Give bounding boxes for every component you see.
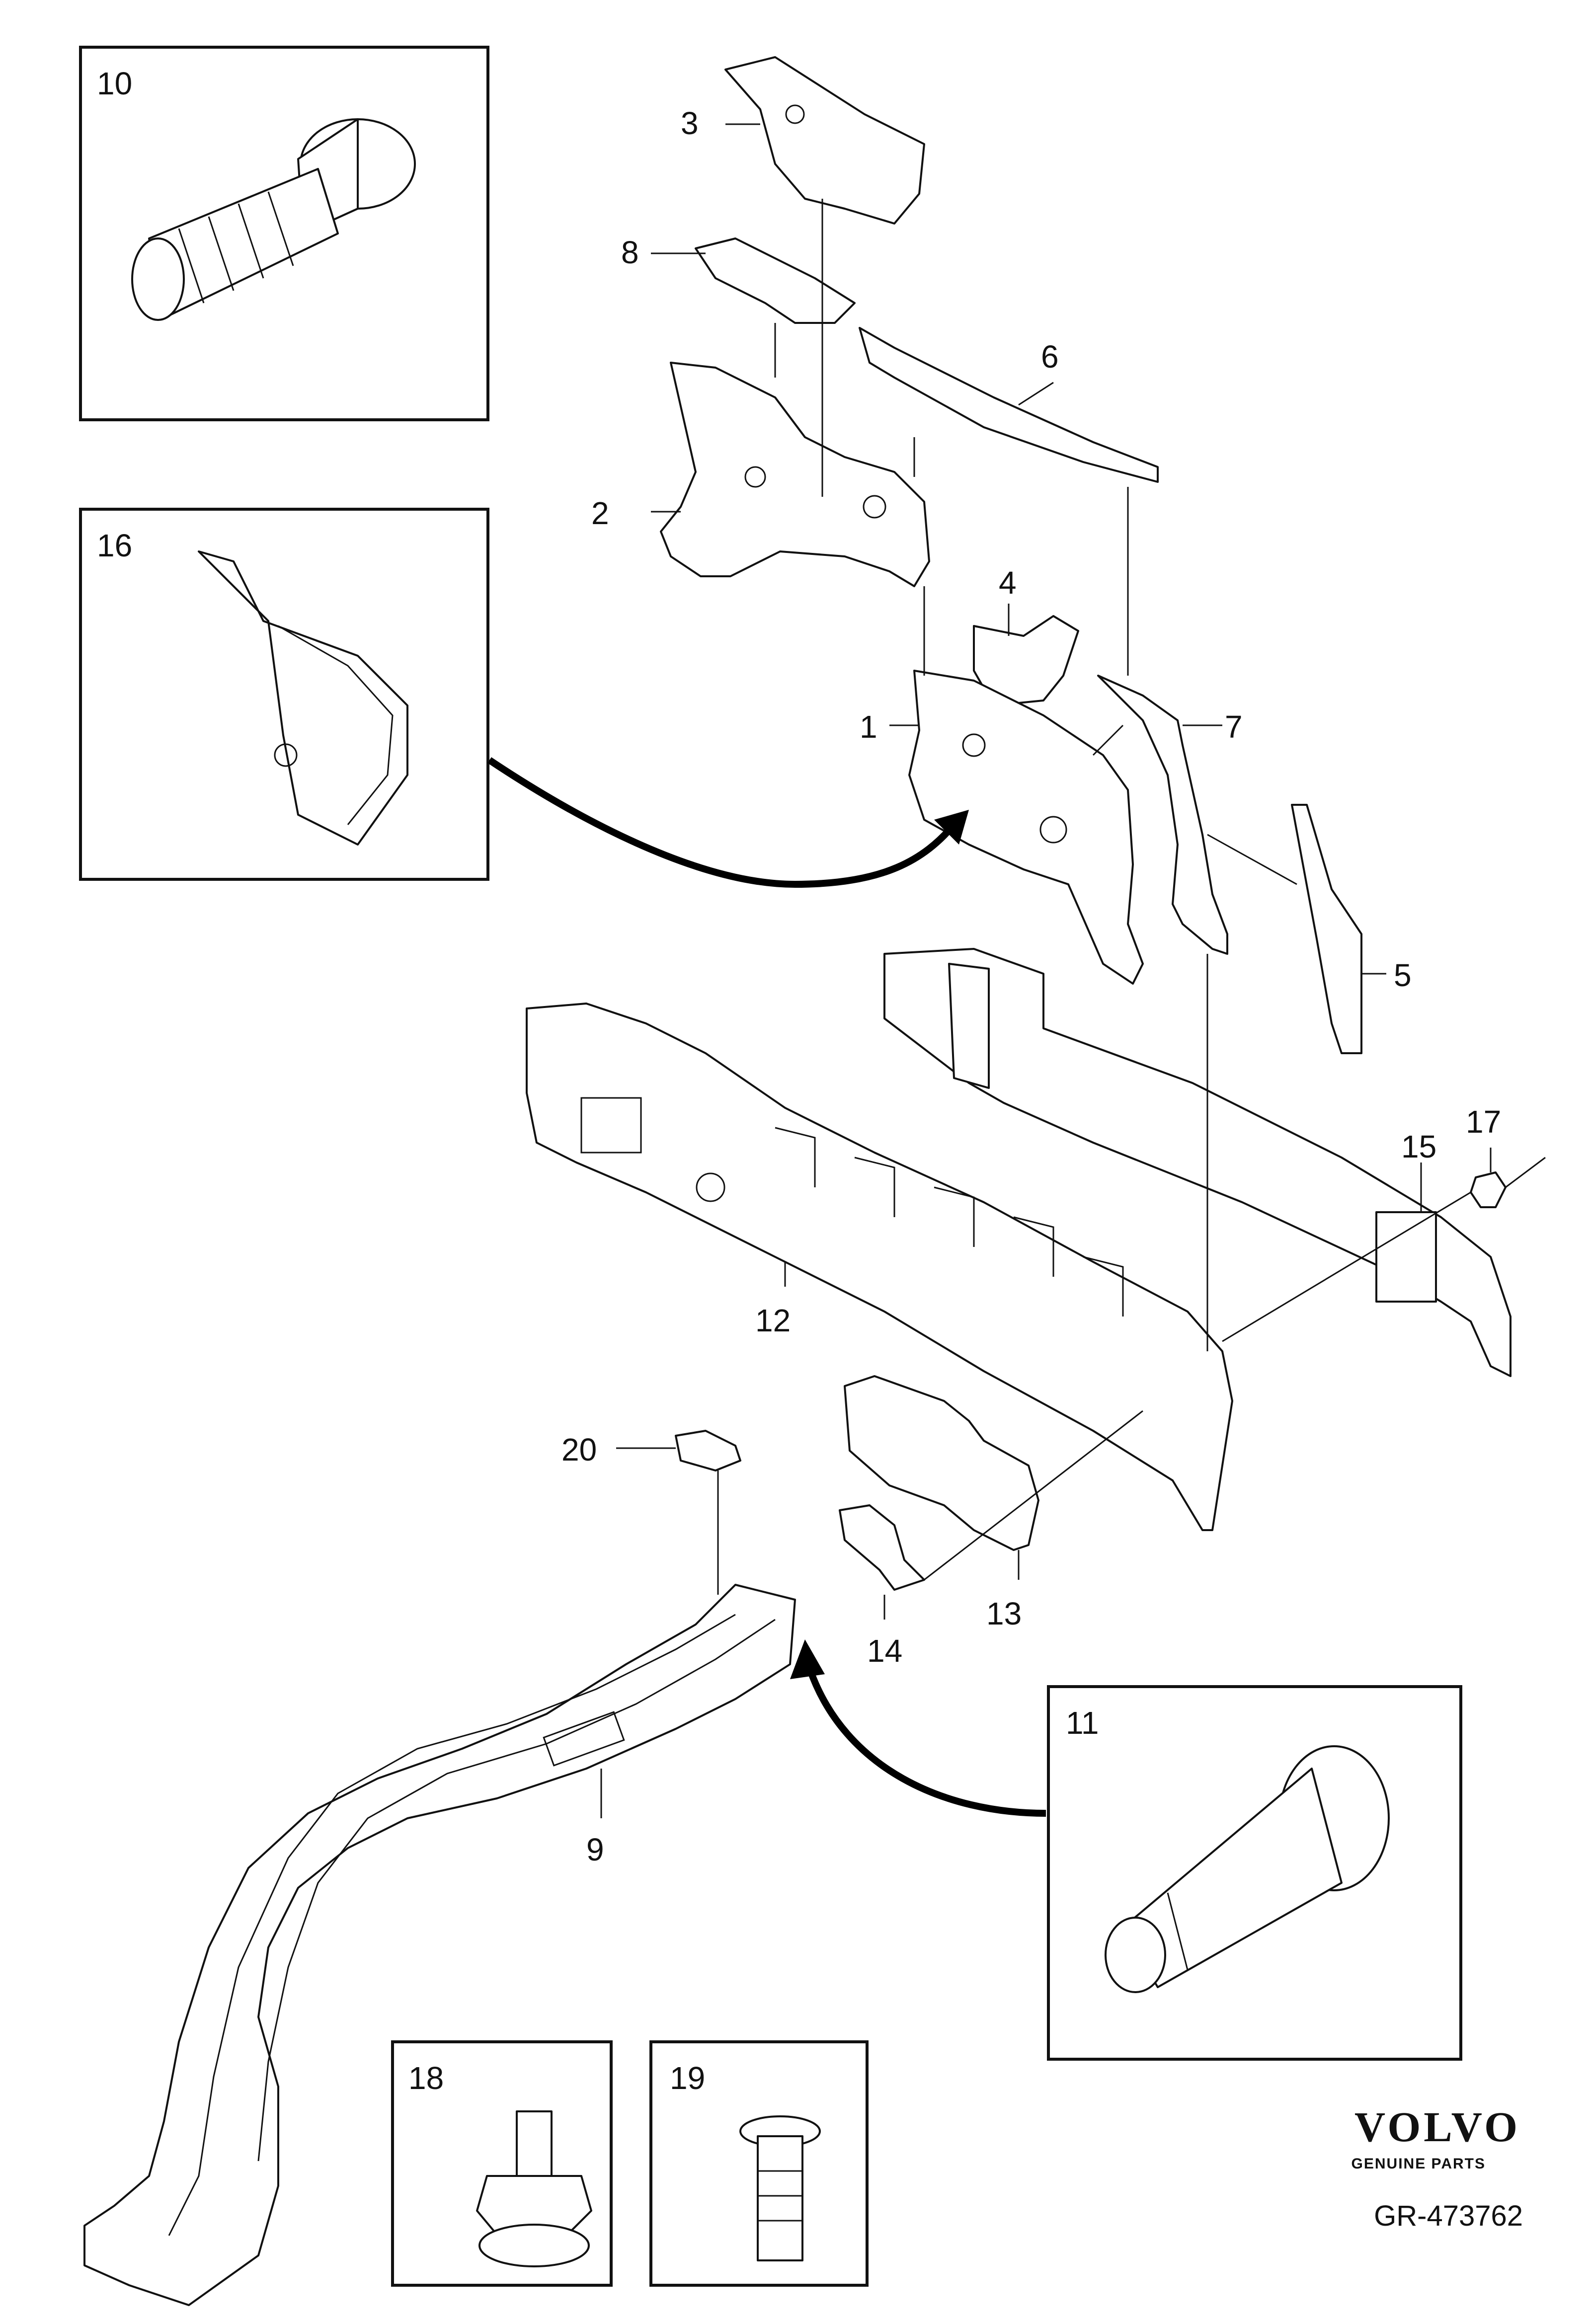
part-15-bumper-beam[interactable] — [883, 948, 1511, 1377]
splined-bolt-icon — [1105, 1745, 1390, 1993]
detail-box-19[interactable]: 19 — [649, 2040, 869, 2287]
flange-bolt-icon — [131, 118, 416, 321]
detail-box-18[interactable]: 18 — [391, 2040, 613, 2287]
callout-1: 1 — [860, 709, 877, 745]
diagram-reference: GR-473762 — [1374, 2200, 1523, 2232]
callout-6: 6 — [1041, 339, 1059, 375]
part-5-brace[interactable] — [1291, 804, 1362, 1054]
callout-17: 17 — [1466, 1104, 1501, 1140]
callout-19: 19 — [670, 2060, 705, 2096]
detail-arrow-11 — [806, 1668, 1046, 1817]
arrowhead-11 — [790, 1639, 825, 1679]
callout-7: 7 — [1225, 709, 1243, 745]
callout-9: 9 — [586, 1832, 604, 1867]
callout-3: 3 — [681, 105, 699, 141]
callout-13: 13 — [986, 1596, 1022, 1631]
callout-11: 11 — [1066, 1705, 1099, 1741]
stud-nut-icon — [476, 2110, 592, 2267]
genuine-parts-label: GENUINE PARTS — [1352, 2156, 1486, 2172]
callout-10: 10 — [97, 66, 132, 101]
part-17-nut[interactable] — [1470, 1171, 1507, 1208]
callout-5: 5 — [1394, 957, 1412, 993]
leader-lines — [600, 123, 1546, 1818]
part-1-panel[interactable] — [908, 670, 1144, 985]
volvo-logo: VOLVO — [1354, 2103, 1520, 2151]
part-3-bracket[interactable] — [724, 56, 925, 225]
detail-arrow-16 — [487, 757, 957, 888]
detail-box-16[interactable]: 16 — [79, 508, 489, 881]
part-4-bracket[interactable] — [973, 615, 1079, 706]
arrowhead-16 — [934, 810, 969, 845]
callout-4: 4 — [999, 565, 1017, 601]
callout-2: 2 — [591, 495, 609, 531]
part-14-bracket[interactable] — [839, 1504, 925, 1591]
callout-20: 20 — [561, 1432, 597, 1468]
inner-panel-icon — [198, 550, 408, 846]
callout-18: 18 — [408, 2060, 444, 2096]
part-9-side-member[interactable] — [83, 1584, 796, 2306]
callout-15: 15 — [1401, 1129, 1436, 1164]
part-6-rail[interactable] — [859, 327, 1159, 483]
part-12-rear-panel[interactable] — [526, 1003, 1233, 1531]
part-20-clip[interactable] — [675, 1430, 741, 1472]
callout-12: 12 — [755, 1303, 791, 1338]
detail-box-10[interactable]: 10 — [79, 46, 489, 421]
callout-16: 16 — [97, 528, 132, 563]
detail-box-11[interactable]: 11 — [1047, 1685, 1462, 2061]
part-7-pillar[interactable] — [1097, 675, 1228, 955]
part-2-wheelhouse[interactable] — [660, 362, 930, 587]
callout-14: 14 — [867, 1633, 902, 1669]
part-8-bracket[interactable] — [695, 237, 856, 324]
short-bolt-icon — [739, 2115, 821, 2261]
part-13-bracket[interactable] — [844, 1375, 1039, 1551]
callout-8: 8 — [621, 234, 639, 270]
